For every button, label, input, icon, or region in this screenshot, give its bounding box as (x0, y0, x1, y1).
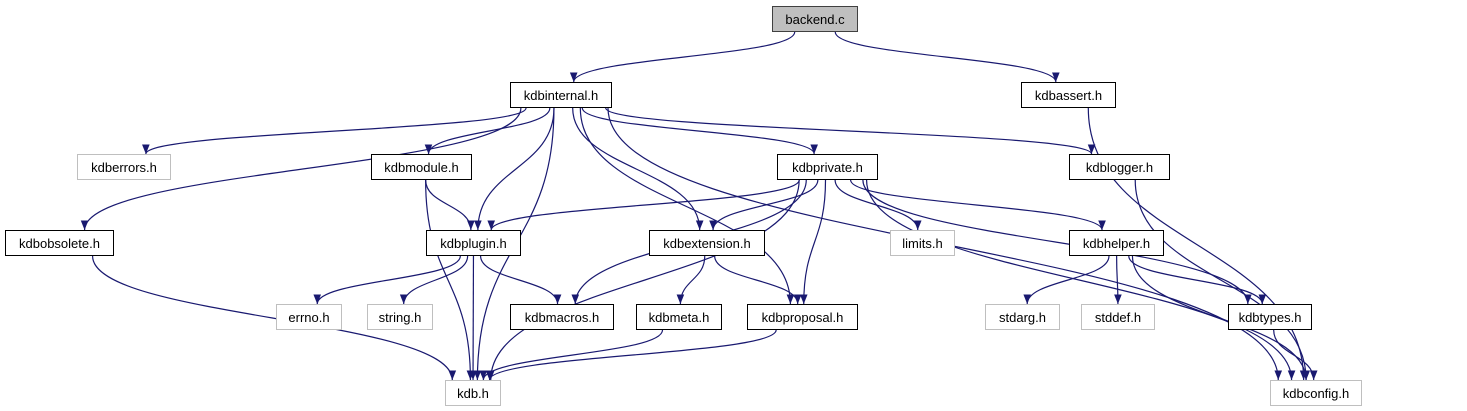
node-stddef-h[interactable]: stddef.h (1081, 304, 1155, 330)
node-limits-h[interactable]: limits.h (890, 230, 955, 256)
edge-kdbinternal-h-to-kdbprivate-h (581, 107, 818, 155)
edge-kdbprivate-h-to-kdbhelper-h (850, 179, 1106, 231)
node-kdberrors-h[interactable]: kdberrors.h (77, 154, 171, 180)
edge-kdbinternal-h-to-kdbobsolete-h (80, 107, 522, 231)
edge-kdbinternal-h-to-kdblogger-h (605, 107, 1096, 155)
edge-kdbinternal-h-to-kdbplugin-h (474, 107, 555, 231)
node-kdbmodule-h[interactable]: kdbmodule.h (371, 154, 472, 180)
edge-kdbmodule-h-to-kdb-h (425, 179, 475, 381)
node-string-h[interactable]: string.h (367, 304, 433, 330)
edge-kdbplugin-h-to-errno-h (313, 255, 461, 305)
edge-kdbplugin-h-to-string-h (399, 255, 469, 305)
node-kdbmeta-h[interactable]: kdbmeta.h (636, 304, 722, 330)
edge-kdbhelper-h-to-kdbconfig-h (1131, 255, 1310, 381)
node-errno-h[interactable]: errno.h (276, 304, 342, 330)
edge-kdbplugin-h-to-kdbmacros-h (479, 255, 562, 305)
edge-kdbinternal-h-to-kdbmodule-h (424, 107, 551, 155)
edge-kdbprivate-h-to-kdbconfig-h (865, 179, 1296, 381)
node-kdbinternal-h[interactable]: kdbinternal.h (510, 82, 612, 108)
edge-kdbprivate-h-to-kdbproposal-h (799, 179, 827, 305)
node-kdbplugin-h[interactable]: kdbplugin.h (426, 230, 521, 256)
edge-kdbhelper-h-to-stdarg-h (1023, 255, 1110, 305)
node-kdb-h[interactable]: kdb.h (445, 380, 501, 406)
edge-kdbprivate-h-to-kdb-h (486, 179, 800, 381)
edge-kdbhelper-h-to-stddef-h (1114, 255, 1122, 305)
edge-kdbmodule-h-to-kdbplugin-h (425, 179, 475, 231)
edge-kdbinternal-h-to-kdbextension-h (572, 107, 704, 231)
node-kdbobsolete-h[interactable]: kdbobsolete.h (5, 230, 114, 256)
edge-kdbtypes-h-to-kdbconfig-h (1273, 329, 1318, 381)
edge-kdbinternal-h-to-kdberrors-h (142, 107, 527, 155)
node-backend-c[interactable]: backend.c (772, 6, 858, 32)
edge-kdbhelper-h-to-kdbtypes-h (1128, 255, 1267, 305)
node-kdbmacros-h[interactable]: kdbmacros.h (510, 304, 614, 330)
edge-kdbobsolete-h-to-kdb-h (91, 255, 457, 381)
edge-kdbproposal-h-to-kdb-h (485, 329, 777, 381)
edge-kdblogger-h-to-kdbconfig-h (1134, 179, 1311, 381)
node-kdblogger-h[interactable]: kdblogger.h (1069, 154, 1170, 180)
edge-backend-c-to-kdbassert-h (834, 31, 1060, 83)
node-kdbproposal-h[interactable]: kdbproposal.h (747, 304, 858, 330)
edge-kdbprivate-h-to-kdbtypes-h (862, 179, 1252, 305)
node-kdbassert-h[interactable]: kdbassert.h (1021, 82, 1116, 108)
node-kdbhelper-h[interactable]: kdbhelper.h (1069, 230, 1164, 256)
node-kdbconfig-h[interactable]: kdbconfig.h (1270, 380, 1362, 406)
node-kdbtypes-h[interactable]: kdbtypes.h (1228, 304, 1312, 330)
node-stdarg-h[interactable]: stdarg.h (985, 304, 1060, 330)
edge-kdbprivate-h-to-kdbextension-h (709, 179, 819, 231)
node-kdbprivate-h[interactable]: kdbprivate.h (777, 154, 878, 180)
node-kdbextension-h[interactable]: kdbextension.h (649, 230, 765, 256)
edge-backend-c-to-kdbinternal-h (569, 31, 796, 83)
edge-kdbprivate-h-to-kdbplugin-h (487, 179, 800, 231)
edge-kdbextension-h-to-kdbmeta-h (676, 255, 706, 305)
edge-kdbinternal-h-to-kdbproposal-h (579, 107, 795, 305)
edge-kdbextension-h-to-kdbproposal-h (714, 255, 802, 305)
